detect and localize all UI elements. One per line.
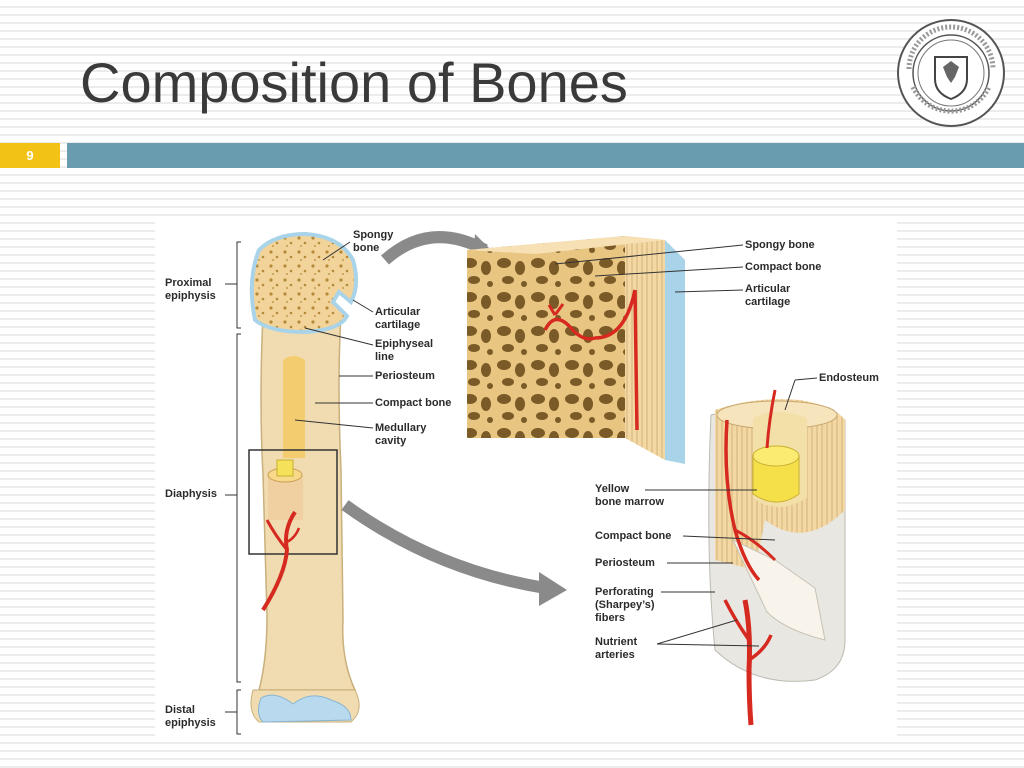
university-seal-logo (897, 19, 1005, 127)
label-endosteum: Endosteum (819, 372, 879, 384)
header-accent-bar (67, 143, 1024, 168)
label-proximal-epiphysis: Proximal epiphysis (165, 277, 216, 302)
region-brackets (225, 241, 241, 735)
label-distal-epiphysis: Distal epiphysis (165, 704, 216, 729)
label-periosteum-2: Periosteum (595, 557, 655, 569)
long-bone-illustration (248, 231, 360, 723)
label-compact-bone-2: Compact bone (595, 530, 672, 542)
label-yellow-bone-marrow: Yellow bone marrow (595, 483, 665, 508)
label-periosteum: Periosteum (375, 370, 435, 382)
section-leader-lines-top (554, 244, 744, 293)
slide-number-badge: 9 (0, 143, 60, 168)
section-leader-lines-bottom (645, 377, 818, 647)
label-spongy-bone: Spongy bone (353, 229, 394, 254)
label-section-articular-cartilage: Articular cartilage (745, 283, 791, 308)
label-compact-bone: Compact bone (375, 397, 452, 409)
label-epiphyseal-line: Epiphyseal line (375, 338, 434, 363)
bone-leader-lines (294, 241, 374, 429)
spongy-bone-section (467, 236, 685, 464)
label-section-compact-bone: Compact bone (745, 261, 822, 273)
label-section-spongy-bone: Spongy bone (745, 239, 815, 251)
label-diaphysis: Diaphysis (165, 488, 217, 500)
label-articular-cartilage: Articular cartilage (375, 306, 421, 331)
diaphysis-cutaway-section (708, 389, 846, 726)
bone-anatomy-diagram: Proximal epiphysis Diaphysis Distal epip… (155, 220, 897, 738)
slide-title: Composition of Bones (80, 51, 628, 114)
label-medullary-cavity: Medullary cavity (375, 422, 427, 447)
label-perforating-fibers: Perforating (Sharpey’s) fibers (595, 586, 655, 624)
label-nutrient-arteries: Nutrient arteries (595, 636, 638, 661)
